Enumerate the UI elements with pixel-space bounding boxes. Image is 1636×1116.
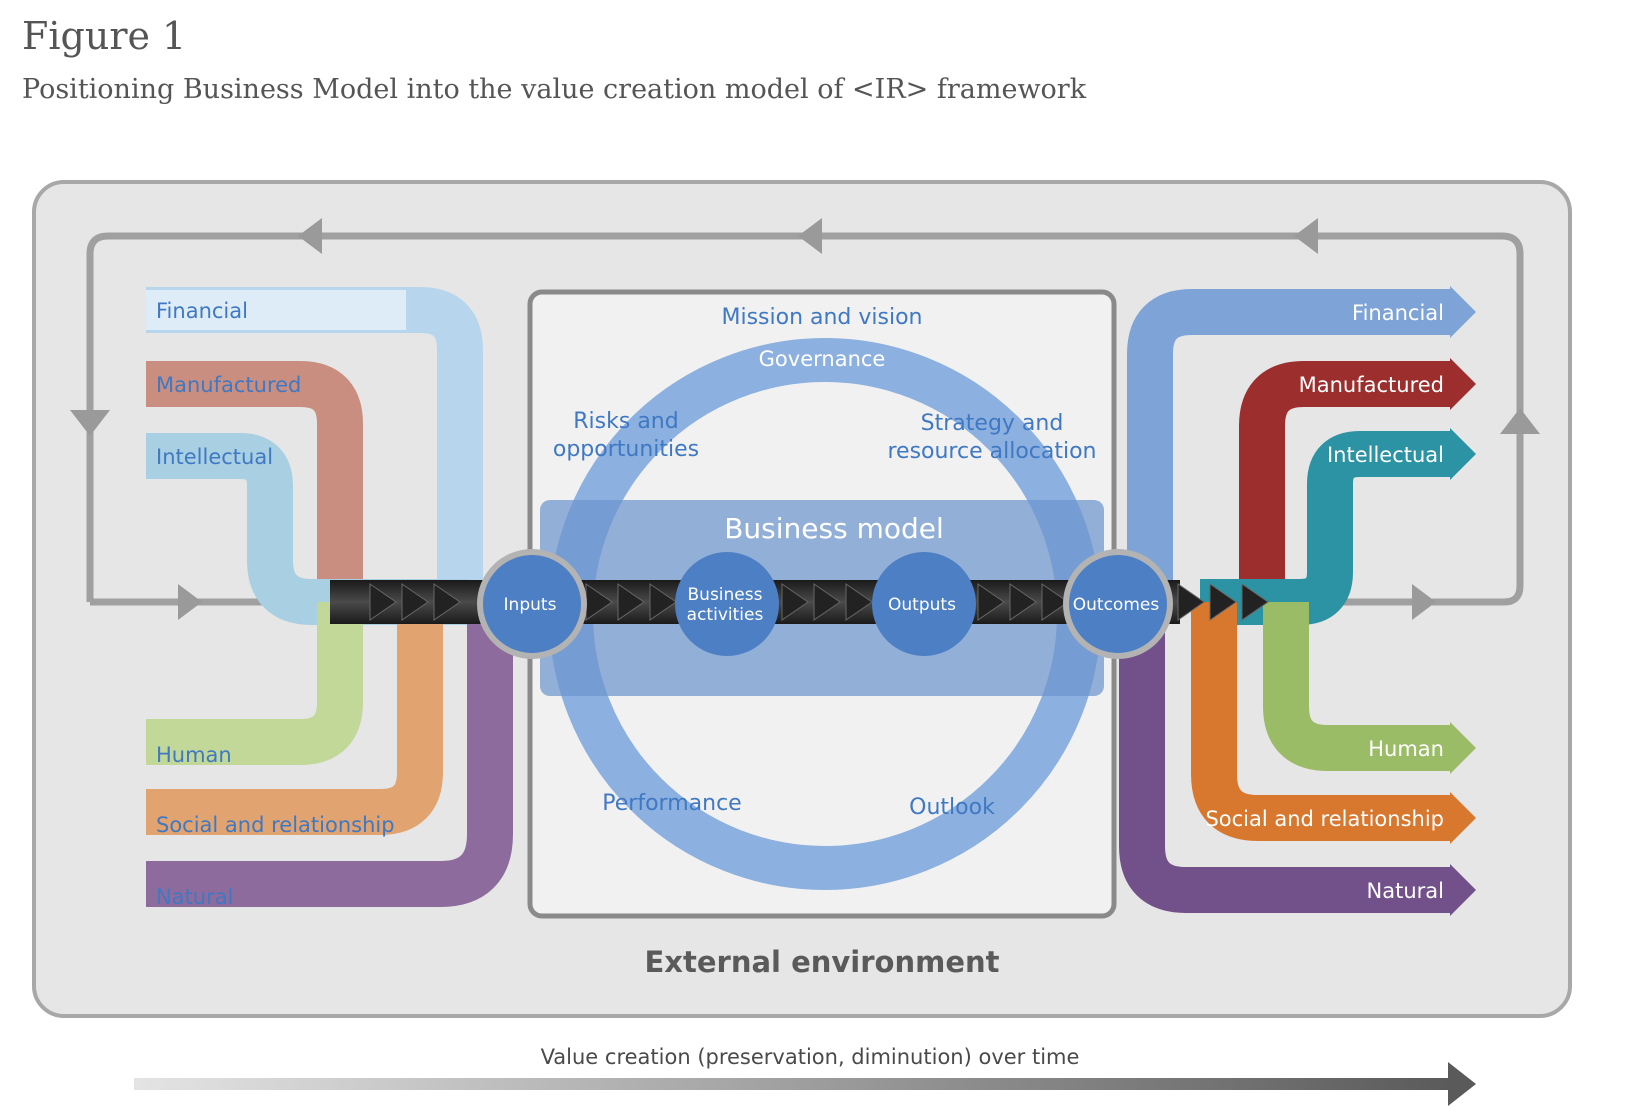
output-stream-human [1263, 602, 1450, 771]
process-chevron [781, 583, 809, 621]
loop-arrow-right-2 [1412, 584, 1436, 620]
timeline-arrowhead [1448, 1062, 1476, 1106]
input-label-manufactured: Manufactured [156, 373, 301, 397]
input-label-bg-financial [146, 290, 406, 330]
input-stream-social [146, 602, 443, 835]
process-chevron [1241, 583, 1269, 621]
input-stream-human [146, 602, 363, 765]
process-chevron [977, 583, 1005, 621]
business-activities-node [675, 552, 779, 656]
output-arrowhead-financial [1450, 286, 1476, 338]
output-arrowhead-intellectual [1450, 428, 1476, 480]
input-stream-intellectual [146, 433, 470, 625]
output-arrowhead-human [1450, 722, 1476, 774]
input-label-social: Social and relationship [156, 813, 395, 837]
outcomes-label: Outcomes [1073, 595, 1160, 615]
output-label-social: Social and relationship [1205, 807, 1444, 831]
loop-arrow-down [70, 410, 110, 436]
timeline-bar [134, 1078, 1454, 1090]
loop-arrow-left-2 [798, 218, 822, 254]
inputs-label: Inputs [504, 595, 557, 615]
loop-arrow-left-1 [298, 218, 322, 254]
output-label-intellectual: Intellectual [1327, 443, 1444, 467]
mission-vision-label: Mission and vision [721, 305, 922, 330]
output-label-manufactured: Manufactured [1299, 373, 1444, 397]
process-chevron [813, 583, 841, 621]
risks-label-line2: opportunities [553, 437, 699, 462]
input-stream-manufactured [146, 361, 363, 602]
input-label-intellectual: Intellectual [156, 445, 273, 469]
business-activities-label-line2: activities [687, 605, 764, 625]
process-chevron [1041, 583, 1069, 621]
outputs-label: Outputs [888, 595, 956, 615]
output-stream-manufactured [1239, 361, 1450, 602]
process-chevron [1209, 583, 1237, 621]
process-chevron [617, 583, 645, 621]
figure-title: Figure 1 [22, 14, 187, 58]
output-capital-streams [1119, 286, 1476, 916]
outputs-node [872, 552, 976, 656]
process-chevron [649, 583, 677, 621]
output-stream-intellectual [1200, 431, 1450, 625]
outlook-label: Outlook [909, 795, 995, 820]
process-chevrons [369, 583, 1269, 621]
output-label-natural: Natural [1367, 879, 1444, 903]
input-capital-streams [146, 287, 513, 907]
timeline-label: Value creation (preservation, diminution… [541, 1045, 1080, 1069]
output-arrowhead-social [1450, 792, 1476, 844]
figure-subtitle: Positioning Business Model into the valu… [22, 74, 1087, 105]
output-label-human: Human [1368, 737, 1444, 761]
performance-label: Performance [602, 791, 741, 816]
outcomes-node [1063, 549, 1173, 659]
output-arrowhead-natural [1450, 864, 1476, 916]
process-chevron [845, 583, 873, 621]
business-activities-label-line1: Business [688, 585, 763, 605]
process-chevron [433, 583, 461, 621]
process-chevron [1177, 583, 1205, 621]
external-environment-label: External environment [644, 945, 999, 979]
strategy-label-line2: resource allocation [887, 439, 1096, 464]
process-chevron [1009, 583, 1037, 621]
feedback-loop [86, 232, 1524, 606]
input-label-financial: Financial [156, 299, 248, 323]
output-arrowhead-manufactured [1450, 358, 1476, 410]
governance-label: Governance [759, 347, 886, 371]
input-label-natural: Natural [156, 885, 233, 909]
output-label-financial: Financial [1352, 301, 1444, 325]
loop-arrow-up [1500, 408, 1540, 434]
business-model-label: Business model [724, 512, 944, 545]
output-stream-financial [1127, 289, 1450, 602]
strategy-label-line1: Strategy and [921, 411, 1064, 436]
risks-label-line1: Risks and [573, 409, 678, 434]
output-stream-social [1191, 602, 1450, 841]
loop-arrow-right-1 [178, 584, 202, 620]
input-stream-natural [146, 602, 513, 907]
process-chevron [401, 583, 429, 621]
process-chevron [369, 583, 397, 621]
loop-arrow-left-3 [1294, 218, 1318, 254]
output-stream-natural [1119, 602, 1450, 913]
inputs-node [477, 549, 587, 659]
input-stream-financial [146, 287, 483, 602]
input-label-human: Human [156, 743, 232, 767]
